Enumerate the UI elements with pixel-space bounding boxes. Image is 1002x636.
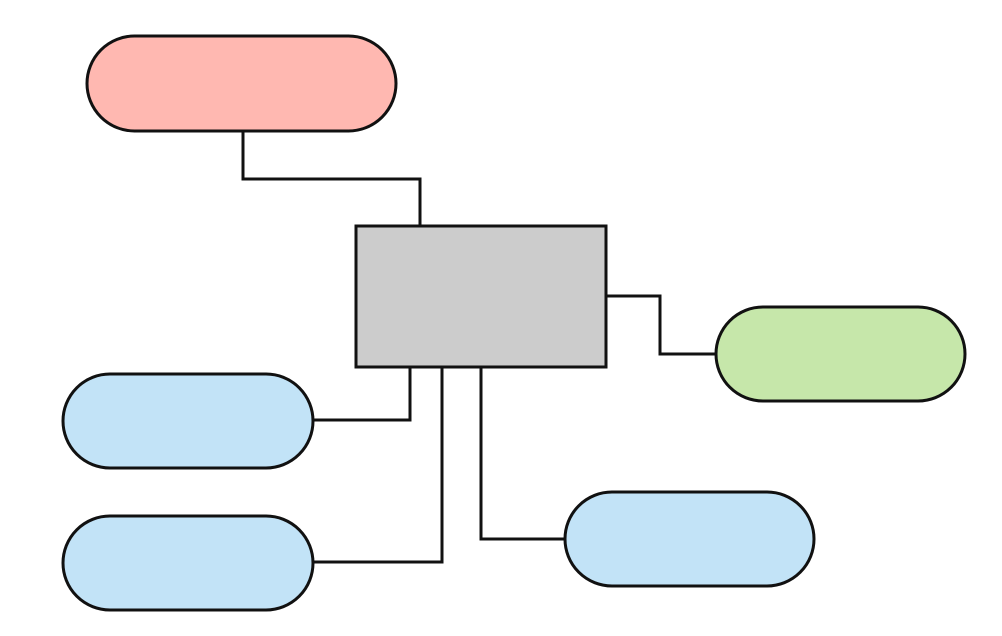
node-left-lower-shape	[61, 514, 315, 612]
node-top-left	[85, 34, 398, 133]
connector-right	[604, 294, 718, 356]
node-left-upper	[61, 372, 315, 470]
center-node-box	[354, 224, 608, 369]
node-left-lower	[61, 514, 315, 612]
node-left-upper-shape	[61, 372, 315, 470]
node-bottom-right-shape	[563, 490, 816, 588]
connector-top-left	[241, 129, 422, 228]
connector-left-upper	[311, 365, 412, 422]
connector-left-lower	[311, 365, 444, 564]
node-top-left-shape	[85, 34, 398, 133]
node-right-shape	[714, 305, 967, 403]
node-right	[714, 305, 967, 403]
connector-bottom-right	[479, 365, 567, 541]
center-node	[354, 224, 608, 369]
node-bottom-right	[563, 490, 816, 588]
